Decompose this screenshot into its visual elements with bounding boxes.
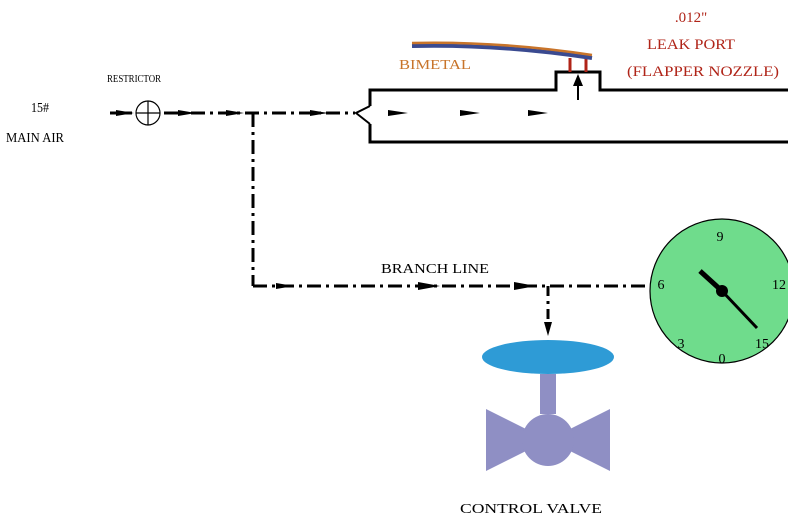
gauge-tick-label: 0	[719, 352, 726, 367]
main-air-pressure-label: 15#	[31, 101, 49, 116]
nozzle-chamber	[354, 70, 788, 144]
branch-line	[251, 113, 656, 330]
branch-line-label: BRANCH LINE	[381, 262, 489, 277]
leak-port-size-label: .012"	[675, 10, 707, 26]
branch-arrows	[276, 282, 552, 336]
main-air-arrows	[116, 110, 328, 116]
pressure-gauge	[649, 218, 788, 364]
gauge-tick-label: 3	[678, 337, 685, 352]
gauge-tick-label: 15	[755, 337, 769, 352]
chamber-arrows	[388, 110, 548, 116]
gauge-tick-label: 6	[658, 278, 665, 293]
control-valve	[482, 340, 614, 471]
bimetal-strip	[411, 41, 593, 60]
bimetal-label: BIMETAL	[399, 58, 471, 73]
gauge-tick-label: 12	[772, 278, 786, 293]
leak-port-label: LEAK PORT	[647, 37, 735, 53]
control-valve-label: CONTROL VALVE	[460, 502, 602, 517]
leak-port	[568, 58, 588, 100]
gauge-tick-label: 9	[717, 230, 724, 245]
restrictor-symbol	[135, 100, 161, 126]
restrictor-label: RESTRICTOR	[107, 74, 161, 85]
main-air-label: MAIN AIR	[6, 131, 65, 146]
flapper-nozzle-label: (FLAPPER NOZZLE)	[627, 64, 779, 80]
